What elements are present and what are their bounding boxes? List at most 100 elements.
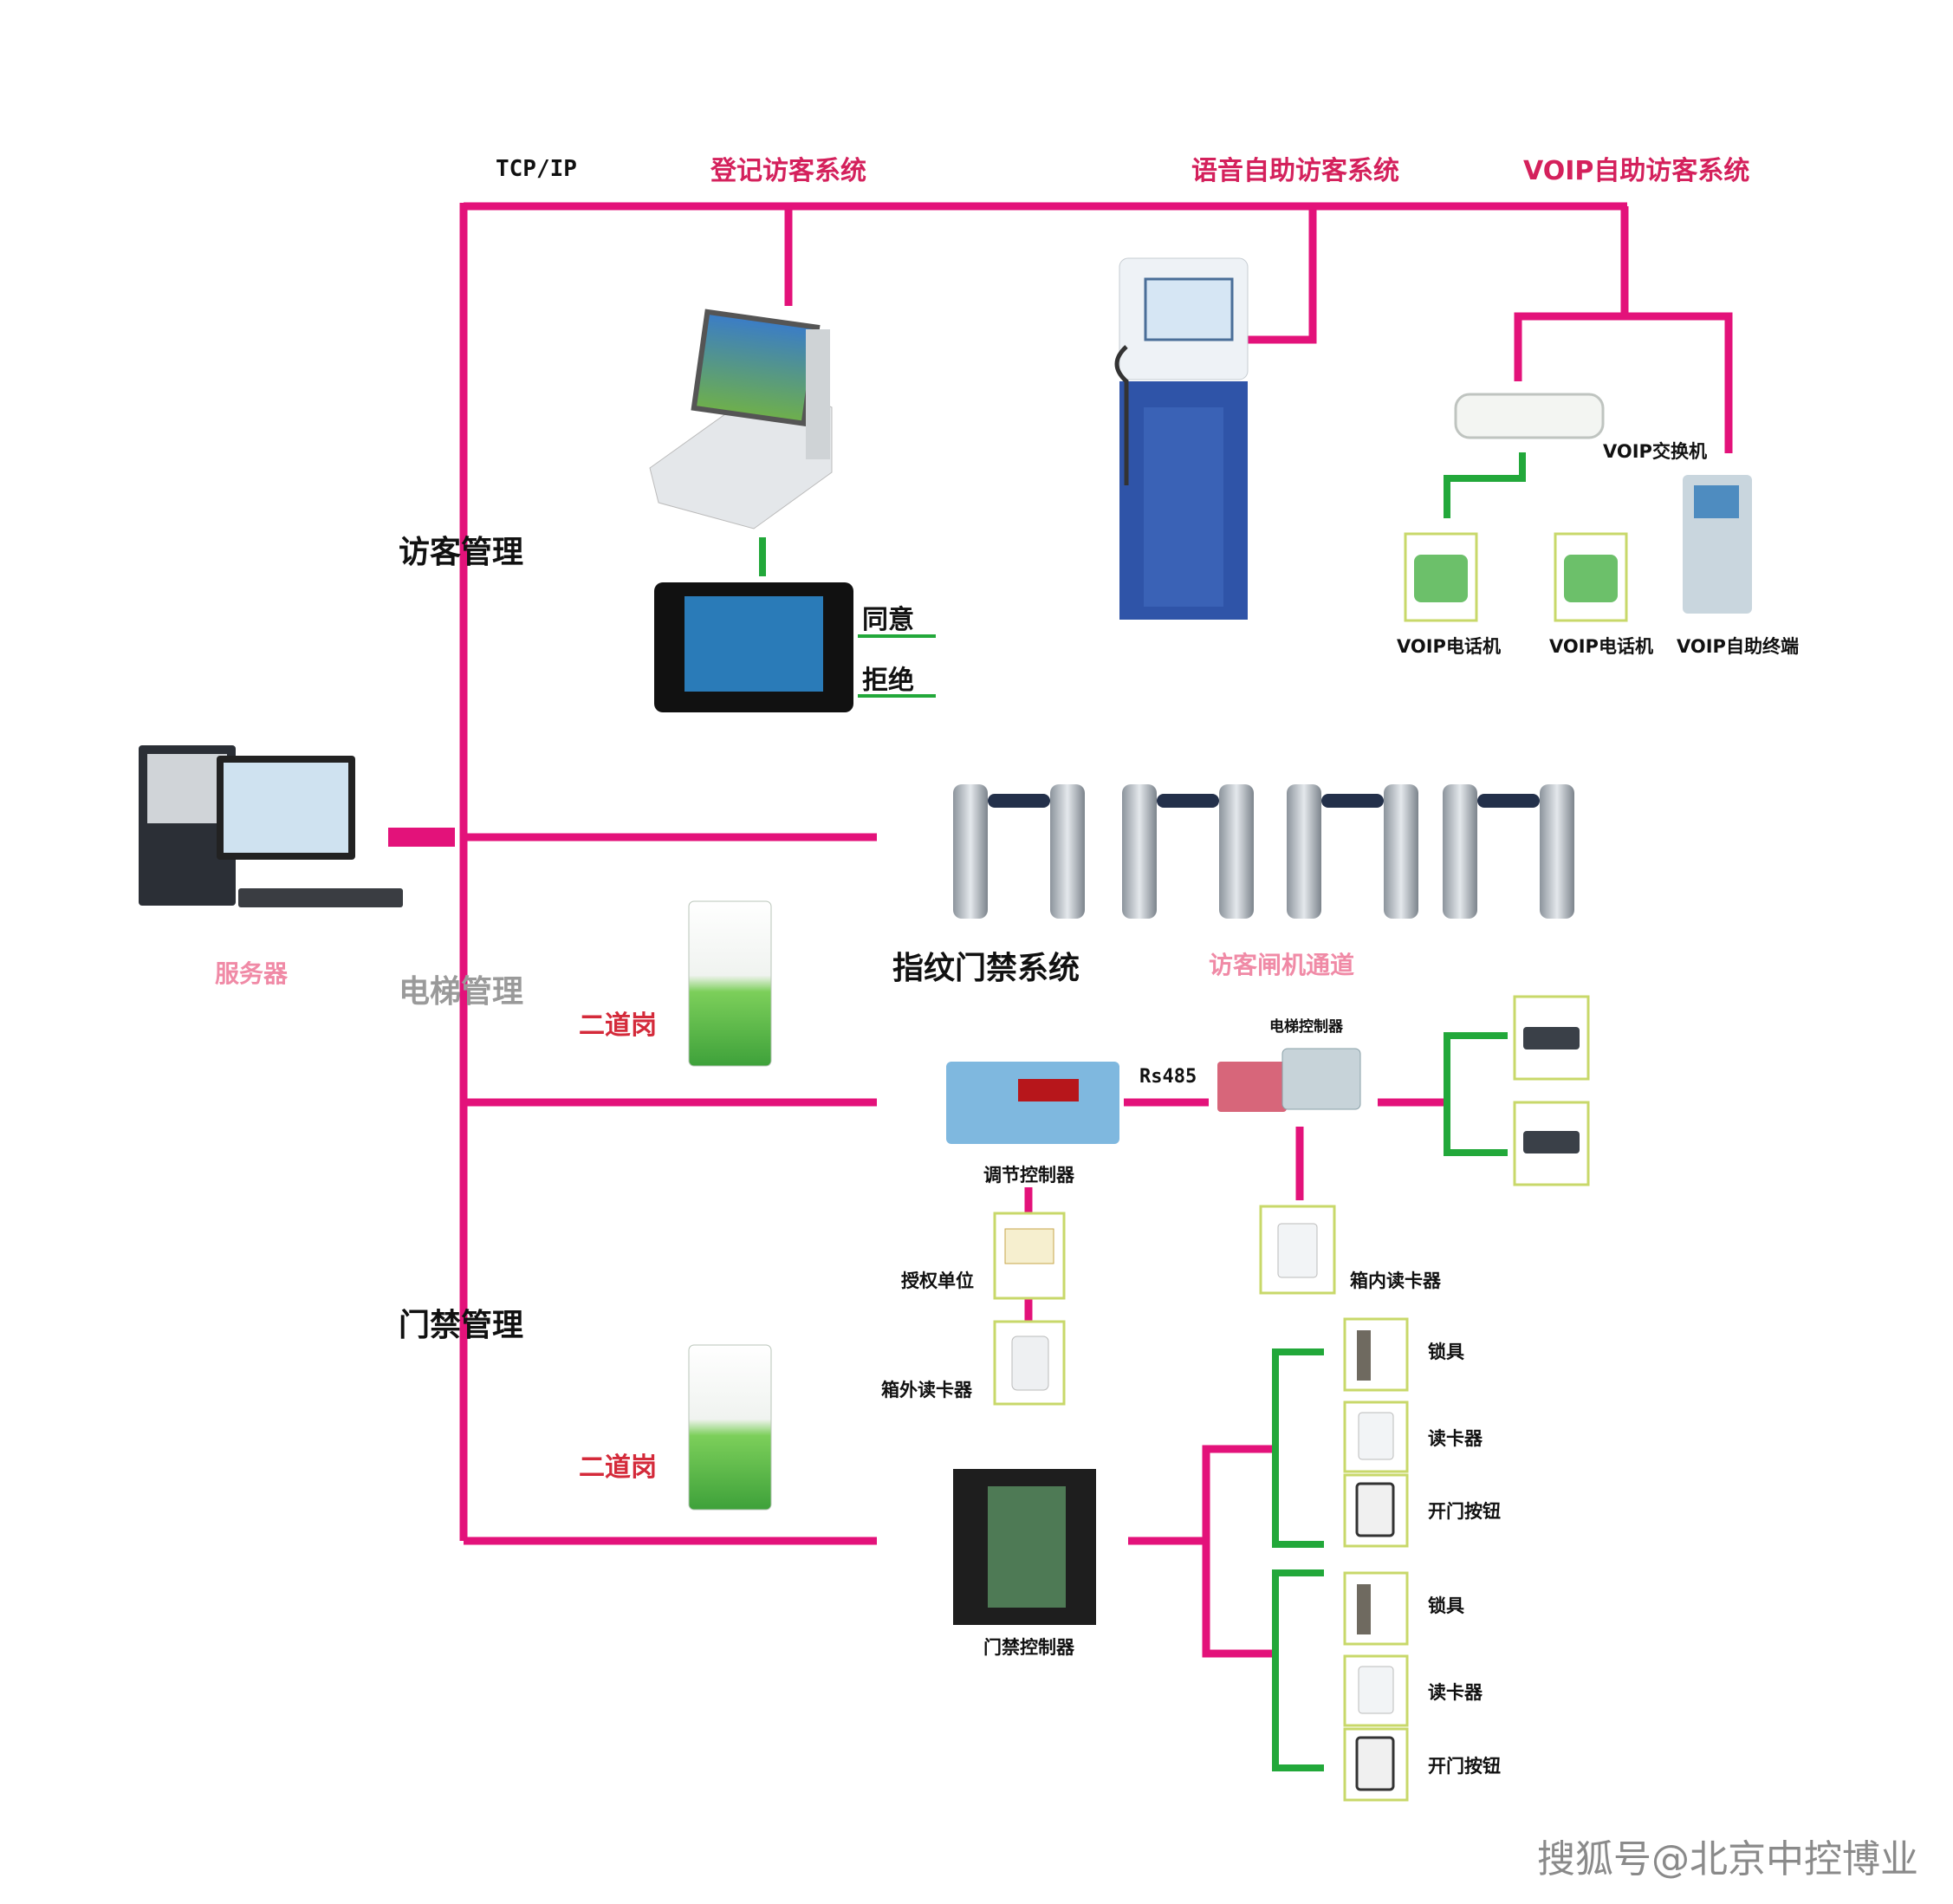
watermark: 搜狐号@北京中控博业 [1537,1837,1918,1881]
inside-card-reader [1259,1205,1336,1295]
gate-post [1443,784,1477,919]
voip-switch-label: VOIP交换机 [1603,441,1707,462]
voip-phone-1-label: VOIP电话机 [1397,636,1501,657]
auth-certificate [993,1212,1066,1300]
inside-reader-label: 箱内读卡器 [1350,1270,1441,1291]
elevator-section-label: 电梯管理 [399,974,524,1010]
keypad-2-body [1523,1131,1580,1153]
voip-terminal-screen [1694,485,1739,518]
switch-to-phones [1444,452,1526,518]
regulator-controller [946,1062,1119,1144]
kiosk-2-body [688,1344,772,1511]
reject-label: 拒绝 [862,666,914,696]
reader-1-label: 读卡器 [1428,1428,1483,1449]
terminal-stand [806,329,830,459]
voip-right-drop [1625,312,1733,453]
voip-terminal-label: VOIP自助终端 [1677,636,1799,657]
confirm-screen [654,582,853,712]
agree-label: 同意 [862,605,914,635]
visitor-section-label: 访客管理 [399,535,524,570]
button-2-body [1355,1736,1395,1791]
voip-phone-1-body [1414,555,1468,602]
lock-1-label: 锁具 [1428,1342,1464,1362]
kiosk-screen [1144,277,1234,341]
confirm-screen-display [685,596,823,692]
gate-post [1219,784,1254,919]
voip-switch-body [1454,393,1605,439]
elevator-keypad-1 [1513,995,1590,1081]
voip-phone-2-label: VOIP电话机 [1549,636,1653,657]
gate-post [953,784,988,919]
server-tower-front [147,754,227,823]
gate-arm [988,794,1050,808]
voip-switch [1454,393,1605,439]
reader-2-label: 读卡器 [1428,1682,1483,1703]
voip-system-title: VOIP自助访客系统 [1523,156,1750,186]
gate-post [1540,784,1574,919]
register-system-title: 登记访客系统 [710,156,866,186]
voice-kiosk [1114,257,1249,620]
inside-reader-body [1277,1223,1318,1278]
regulator-label: 调节控制器 [983,1165,1074,1186]
gate-channel-label: 访客闸机通道 [1209,951,1355,979]
gate-post [1050,784,1085,919]
elevator-keypad-split [1444,1032,1508,1156]
voip-phone-1 [1404,532,1478,622]
terminal-screen [691,309,821,427]
voip-phone-2 [1554,532,1628,622]
button-2-label: 开门按钮 [1428,1756,1501,1777]
button-1-body [1355,1482,1395,1537]
voip-self-terminal [1683,475,1752,614]
handset-icon [1114,345,1129,485]
lock-2-label: 锁具 [1428,1595,1464,1616]
gate-arm [1477,794,1540,808]
gate-post [1287,784,1321,919]
gate-post [1384,784,1418,919]
auth-unit-label: 授权单位 [901,1270,974,1291]
access-controller-label: 门禁控制器 [983,1637,1074,1658]
door-group-1 [1343,1317,1409,1548]
elevator-keypad-2 [1513,1101,1590,1186]
backbone-lines [388,202,1733,1658]
outside-reader-body [1011,1335,1049,1391]
keypad-1-body [1523,1027,1580,1049]
voip-drop [1514,206,1629,381]
elevator-controller-label: 电梯控制器 [1269,1018,1343,1036]
outside-card-reader [993,1320,1066,1406]
auth-paper [1004,1228,1054,1264]
voice-drop [1248,206,1317,344]
kiosk-1-body [688,900,772,1067]
lock-2-frame [1343,1571,1409,1646]
kiosk-panel [1144,407,1223,607]
button-1-label: 开门按钮 [1428,1501,1501,1522]
elevator-controller [1217,1048,1361,1112]
register-terminal [649,309,833,530]
second-post-kiosk-2 [688,1344,772,1511]
second-post-kiosk-1 [688,900,772,1067]
door2-split [1272,1569,1324,1771]
lock-2-body [1357,1584,1371,1634]
rs485-label: Rs485 [1139,1066,1197,1088]
gate-arm [1157,794,1219,808]
lock-1-frame [1343,1317,1409,1392]
gate-post [1122,784,1157,919]
server-keyboard [238,888,403,907]
door-group-2 [1343,1571,1409,1802]
turnstile-gates [953,784,1574,919]
reader-1-body [1358,1412,1394,1460]
access-controller [953,1469,1096,1625]
outside-reader-label: 箱外读卡器 [881,1380,972,1400]
second-post-label-1: 二道岗 [579,1010,657,1041]
reader-2-body [1358,1666,1394,1714]
voice-system-title: 语音自助访客系统 [1191,156,1399,186]
server-monitor-screen [224,763,348,853]
server-label: 服务器 [215,959,289,988]
access-section-label: 门禁管理 [399,1308,524,1343]
protocol-label: TCP/IP [496,156,577,182]
regulator-body [946,1062,1119,1144]
access-split [1202,1445,1275,1658]
second-post-label-2: 二道岗 [579,1452,657,1483]
door1-split [1272,1348,1324,1548]
server-computer [139,745,403,907]
lock-1-body [1357,1330,1371,1381]
